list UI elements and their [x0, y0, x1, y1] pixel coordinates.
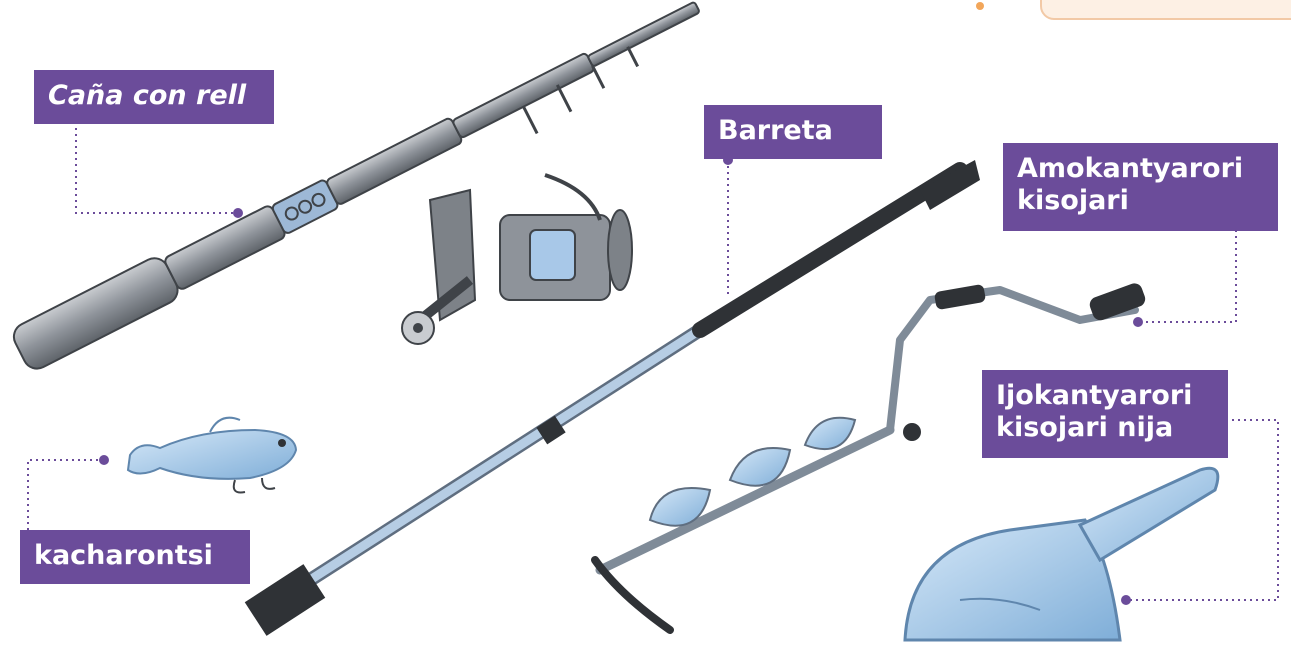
label-rod: Caña con rell: [34, 70, 274, 124]
fish-lure: [128, 418, 296, 493]
ice-scoop: [905, 468, 1218, 640]
label-lure: kacharontsi: [20, 530, 250, 584]
fishing-rod: [9, 0, 715, 388]
connector-bar: [723, 155, 733, 298]
reel: [402, 175, 632, 344]
connector-rod: [76, 122, 243, 218]
label-bar: Barreta: [704, 105, 882, 159]
label-scoop: Ijokantyarori kisojari nija: [982, 370, 1228, 458]
label-auger-handle: Amokantyarori kisojari: [1003, 143, 1278, 231]
connector-lure: [28, 455, 109, 530]
connector-auger-handle: [1133, 230, 1236, 327]
